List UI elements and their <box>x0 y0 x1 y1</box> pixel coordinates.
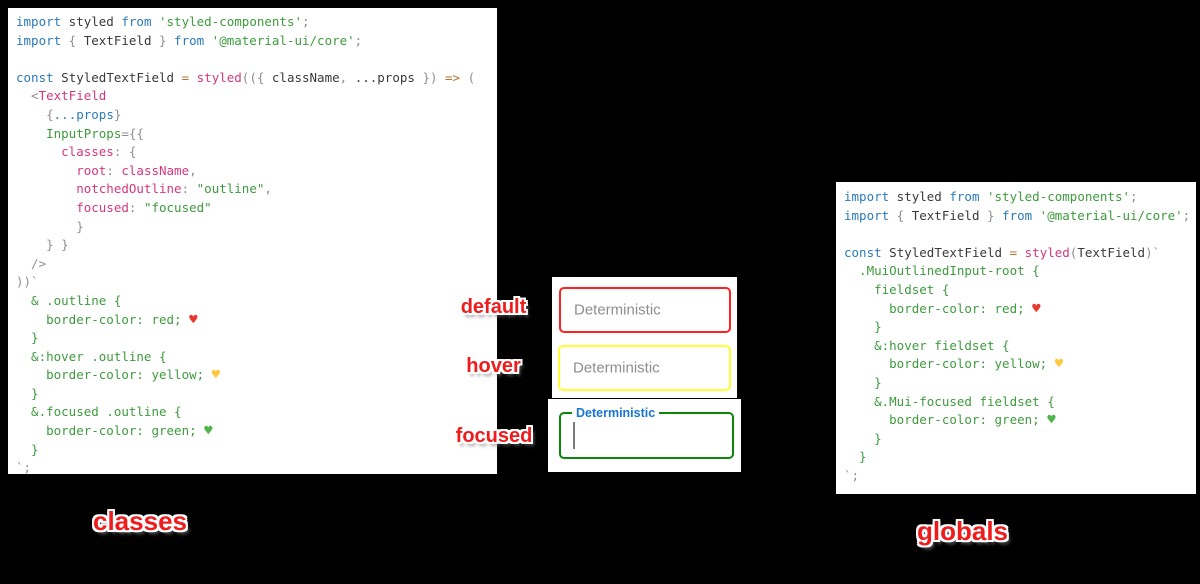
code-line: } <box>844 430 882 446</box>
yellow-heart-icon: ♥ <box>1054 356 1064 373</box>
green-heart-icon: ♥ <box>204 423 213 440</box>
code-line: border-color: red; ♥ <box>844 300 1041 317</box>
code-line: const StyledTextField = styled(TextField… <box>844 244 1161 260</box>
code-line: } <box>844 374 882 390</box>
textfield-demo-panel-focused: Deterministic <box>548 399 741 472</box>
code-line: notchedOutline: "outline", <box>16 181 272 197</box>
code-line: import styled from 'styled-components'; <box>844 189 1138 204</box>
code-line: import { TextField } from '@material-ui/… <box>844 207 1191 223</box>
state-label-hover: hover <box>466 355 521 377</box>
code-line: border-color: green; ♥ <box>844 412 1056 429</box>
code-line: } <box>16 385 39 401</box>
code-line: &.focused .outline { <box>16 404 182 420</box>
code-line: border-color: yellow; ♥ <box>16 367 221 384</box>
code-line: const StyledTextField = styled(({ classN… <box>16 69 476 85</box>
code-line: &:hover .outline { <box>16 348 167 364</box>
code-line: ))` <box>16 274 39 290</box>
code-line: import { TextField } from '@material-ui/… <box>16 32 363 48</box>
code-line <box>844 225 1190 244</box>
state-label-focused: focused <box>455 425 533 447</box>
textfield-default[interactable]: Deterministic <box>559 287 731 333</box>
textfield-focused-label: Deterministic <box>572 406 660 420</box>
code-line: import styled from 'styled-components'; <box>16 14 310 29</box>
code-line: } <box>16 330 39 346</box>
code-line: classes: { <box>16 144 137 160</box>
code-line: root: className, <box>16 162 197 178</box>
classes-code-panel: import styled from 'styled-components'; i… <box>8 8 497 475</box>
code-line: border-color: green; ♥ <box>16 423 213 440</box>
code-line: `; <box>844 467 860 483</box>
code-line: border-color: red; ♥ <box>16 311 198 328</box>
state-label-default: default <box>460 296 527 318</box>
code-line: InputProps={{ <box>16 125 144 141</box>
code-line: border-color: yellow; ♥ <box>844 356 1064 373</box>
globals-code-block: import styled from 'styled-components'; i… <box>844 188 1190 486</box>
red-heart-icon: ♥ <box>189 311 198 328</box>
code-line: & .outline { <box>16 292 122 308</box>
text-cursor <box>573 422 575 449</box>
textfield-default-placeholder: Deterministic <box>574 301 661 319</box>
code-line: } } <box>16 237 69 253</box>
code-line: } <box>16 218 84 234</box>
code-line: focused: "focused" <box>16 199 212 215</box>
green-heart-icon: ♥ <box>1047 412 1056 429</box>
code-line: `; <box>16 460 32 476</box>
code-line: <TextField <box>16 88 107 104</box>
yellow-heart-icon: ♥ <box>211 367 221 384</box>
textfield-hover-placeholder: Deterministic <box>573 359 660 377</box>
code-line: &.Mui-focused fieldset { <box>844 393 1055 409</box>
code-line: /> <box>16 255 47 271</box>
code-line: &:hover fieldset { <box>844 337 1010 353</box>
code-line: } <box>844 449 867 465</box>
globals-code-panel: import styled from 'styled-components'; i… <box>836 182 1196 494</box>
code-line: .MuiOutlinedInput-root { <box>844 263 1040 279</box>
textfield-focused[interactable]: Deterministic <box>559 406 734 459</box>
caption-classes: classes <box>93 506 187 536</box>
code-line: fieldset { <box>844 281 950 297</box>
caption-globals: globals <box>916 516 1008 546</box>
code-line: {...props} <box>16 106 122 122</box>
code-line: } <box>16 441 39 457</box>
code-line <box>16 50 475 69</box>
textfield-demo-panel: Deterministic Deterministic <box>552 277 737 398</box>
red-heart-icon: ♥ <box>1032 300 1041 317</box>
classes-code-block: import styled from 'styled-components'; i… <box>16 13 475 478</box>
code-line: } <box>844 319 882 335</box>
textfield-hover[interactable]: Deterministic <box>558 345 731 391</box>
